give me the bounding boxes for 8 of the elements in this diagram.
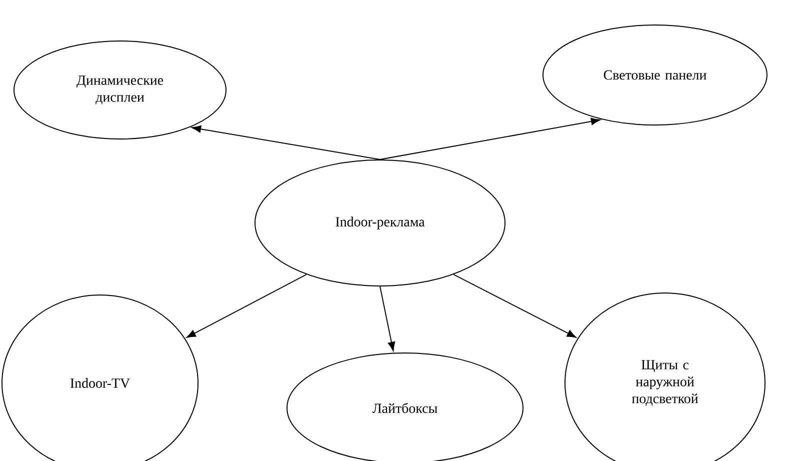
arrow	[192, 125, 380, 160]
ellipse-node: Световые панели	[542, 24, 768, 126]
arrow	[453, 274, 576, 338]
arrow	[380, 286, 396, 352]
ellipse-node: Динамические дисплеи	[14, 40, 226, 140]
ellipse-node: Indoor-реклама	[254, 160, 506, 286]
arrow	[380, 118, 600, 160]
arrow	[186, 274, 307, 338]
